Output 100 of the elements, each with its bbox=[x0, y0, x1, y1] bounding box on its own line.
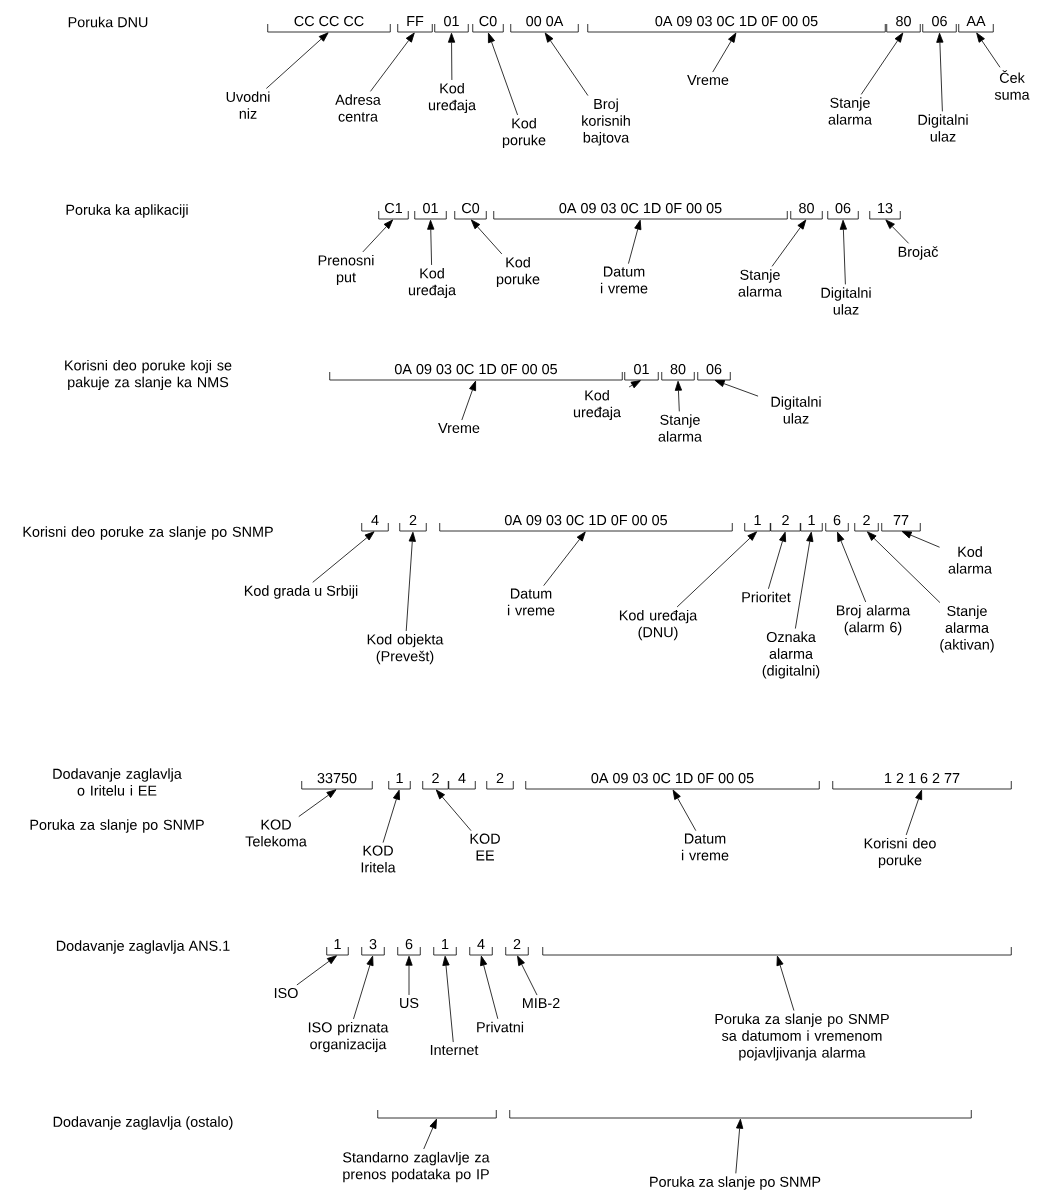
arrow bbox=[672, 789, 697, 832]
arrow bbox=[362, 219, 394, 253]
byte-field: 77 bbox=[881, 515, 921, 532]
field-label: Brojač bbox=[898, 246, 938, 260]
byte-field: FF bbox=[397, 16, 433, 33]
field-label: Vreme bbox=[687, 75, 729, 86]
byte-field: 13 bbox=[869, 202, 901, 220]
byte-field: 6 bbox=[397, 939, 421, 956]
byte-field: C1 bbox=[378, 202, 409, 220]
field-label: Datum i vreme bbox=[681, 833, 729, 861]
arrow bbox=[976, 32, 1001, 68]
field-label: Privatni bbox=[477, 1021, 524, 1033]
byte-field: 01 bbox=[624, 363, 659, 381]
arrow bbox=[382, 789, 400, 843]
field-label: Stanje alarma (aktivan) bbox=[940, 605, 994, 653]
byte-field: 2 bbox=[486, 773, 514, 790]
bracket bbox=[377, 1109, 497, 1119]
arrow bbox=[427, 219, 435, 266]
field-label: KOD Iritela bbox=[361, 845, 396, 873]
byte-field: 0A 09 03 0C 1D 0F 00 05 bbox=[493, 202, 788, 220]
field-label: Broj alarma (alarm 6) bbox=[837, 604, 911, 636]
arrow bbox=[714, 380, 759, 397]
byte-field: 2 bbox=[854, 515, 879, 532]
byte-field: 33750 bbox=[301, 773, 373, 790]
arrow bbox=[674, 380, 683, 412]
byte-field: 1 bbox=[800, 515, 823, 532]
row-heading: Dodavanje zaglavlja (ostalo) bbox=[53, 1116, 233, 1130]
byte-field: 06 bbox=[827, 202, 859, 220]
byte-field: 6 bbox=[825, 515, 849, 532]
arrow bbox=[296, 955, 337, 986]
arrow bbox=[447, 32, 456, 81]
byte-field: 01 bbox=[414, 202, 447, 220]
arrow bbox=[543, 531, 586, 587]
byte-field: 0A 09 03 0C 1D 0F 00 05 bbox=[329, 363, 623, 381]
byte-field: 0A 09 03 0C 1D 0F 00 05 bbox=[439, 515, 733, 532]
field-label: Kod poruke bbox=[502, 117, 546, 149]
byte-field: 2 bbox=[770, 515, 801, 532]
arrow bbox=[936, 32, 944, 112]
byte-field: 4 bbox=[469, 939, 493, 956]
arrow bbox=[370, 32, 415, 92]
field-label: Datum i vreme bbox=[600, 266, 648, 294]
arrow bbox=[405, 531, 416, 632]
field-label: Adresa centra bbox=[335, 94, 381, 122]
arrow bbox=[423, 1118, 437, 1150]
field-label: Kod uređaja bbox=[573, 389, 621, 421]
arrow bbox=[771, 219, 807, 267]
field-label: Oznaka alarma (digitalni) bbox=[762, 631, 820, 679]
arrow bbox=[839, 219, 847, 285]
bracket bbox=[542, 946, 1012, 956]
byte-field: 1 2 1 6 2 77 bbox=[832, 773, 1012, 790]
arrow bbox=[860, 32, 904, 95]
field-label: ISO bbox=[274, 987, 298, 999]
field-label: Poruka za slanje po SNMP bbox=[650, 1176, 821, 1190]
byte-field: 4 bbox=[361, 515, 389, 532]
field-label: KOD Telekoma bbox=[245, 819, 307, 847]
row-heading: Poruka DNU bbox=[68, 16, 148, 28]
field-label: Stanje alarma bbox=[658, 414, 702, 442]
field-label: Kod poruke bbox=[496, 256, 540, 288]
arrow bbox=[435, 789, 472, 832]
field-label: Uvodni niz bbox=[226, 91, 270, 119]
field-label: Stanje alarma bbox=[738, 269, 782, 297]
byte-field: 1 bbox=[433, 939, 457, 956]
field-label: MIB-2 bbox=[523, 998, 560, 1009]
arrow bbox=[867, 531, 941, 603]
field-label: Ček suma bbox=[994, 70, 1030, 100]
byte-field: 00 0A bbox=[510, 15, 579, 33]
arrow bbox=[405, 955, 413, 996]
arrow bbox=[353, 955, 374, 1020]
field-label: Korisni deo poruke bbox=[864, 837, 936, 869]
byte-field: 2 bbox=[422, 773, 449, 790]
arrow bbox=[776, 955, 795, 1011]
arrow bbox=[628, 219, 642, 265]
arrow bbox=[312, 531, 375, 583]
arrow bbox=[544, 32, 589, 96]
byte-field: 0A 09 03 0C 1D 0F 00 05 bbox=[587, 15, 886, 33]
arrow bbox=[768, 531, 787, 590]
byte-field: 01 bbox=[434, 15, 469, 33]
field-label: Digitalni ulaz bbox=[771, 396, 821, 424]
field-label: Prioritet bbox=[742, 591, 791, 603]
field-label: Poruka za slanje po SNMP sa datumom i vremenom pojavljivanja alarma bbox=[715, 1013, 889, 1061]
row-heading: Korisni deo poruke za slanje po SNMP bbox=[23, 526, 273, 540]
byte-field: 06 bbox=[922, 15, 957, 33]
byte-field: 80 bbox=[886, 15, 921, 33]
byte-field: 2 bbox=[505, 939, 529, 956]
byte-field: 3 bbox=[361, 939, 385, 956]
field-label: Kod alarma bbox=[948, 546, 992, 574]
arrow bbox=[837, 531, 867, 603]
arrow bbox=[628, 380, 641, 389]
byte-field: AA bbox=[958, 16, 994, 33]
bracket bbox=[509, 1109, 972, 1119]
field-label: Vreme bbox=[438, 423, 480, 434]
field-label: Kod objekta (Prevešt) bbox=[367, 633, 444, 665]
field-label: Kod uređaja bbox=[408, 267, 456, 299]
arrow bbox=[676, 531, 757, 608]
byte-field: 80 bbox=[790, 202, 823, 220]
byte-field: C0 bbox=[472, 15, 504, 33]
byte-field: CC CC CC bbox=[267, 15, 391, 33]
field-label: Kod uređaja bbox=[428, 82, 476, 114]
byte-field: 2 bbox=[399, 515, 427, 532]
byte-field: C0 bbox=[454, 202, 487, 220]
